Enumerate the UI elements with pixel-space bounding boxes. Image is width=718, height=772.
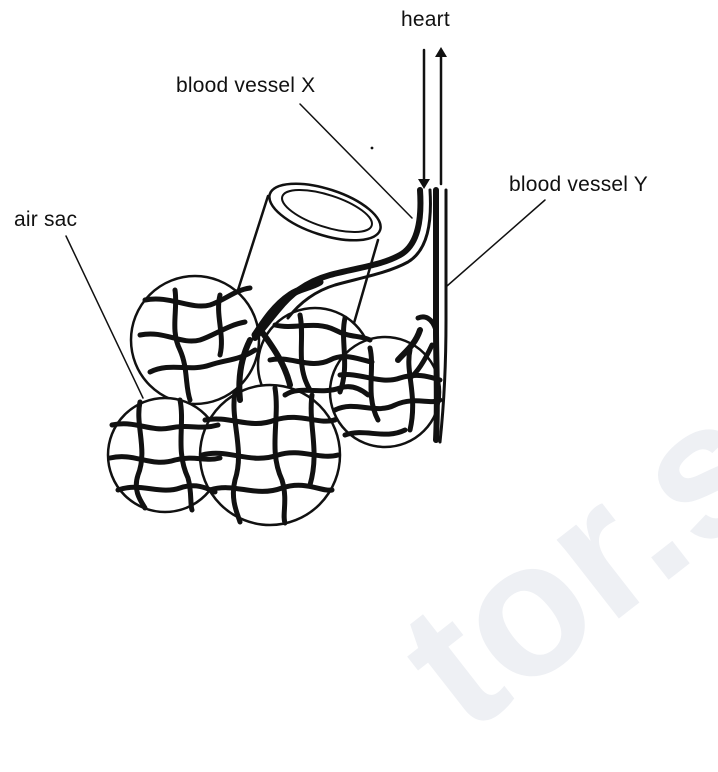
alveoli-diagram: tor.s [0,0,718,535]
diagram-drawing [0,0,718,535]
heart-arrows [424,50,441,184]
label-air-sac: air sac [14,208,77,232]
leader-blood-vessel-y [447,200,545,286]
speck [371,147,374,150]
bronchiole-tube [238,172,387,330]
label-blood-vessel-x: blood vessel X [176,74,315,98]
label-heart: heart [401,8,450,32]
leader-air-sac [66,236,143,398]
label-blood-vessel-y: blood vessel Y [509,173,648,197]
